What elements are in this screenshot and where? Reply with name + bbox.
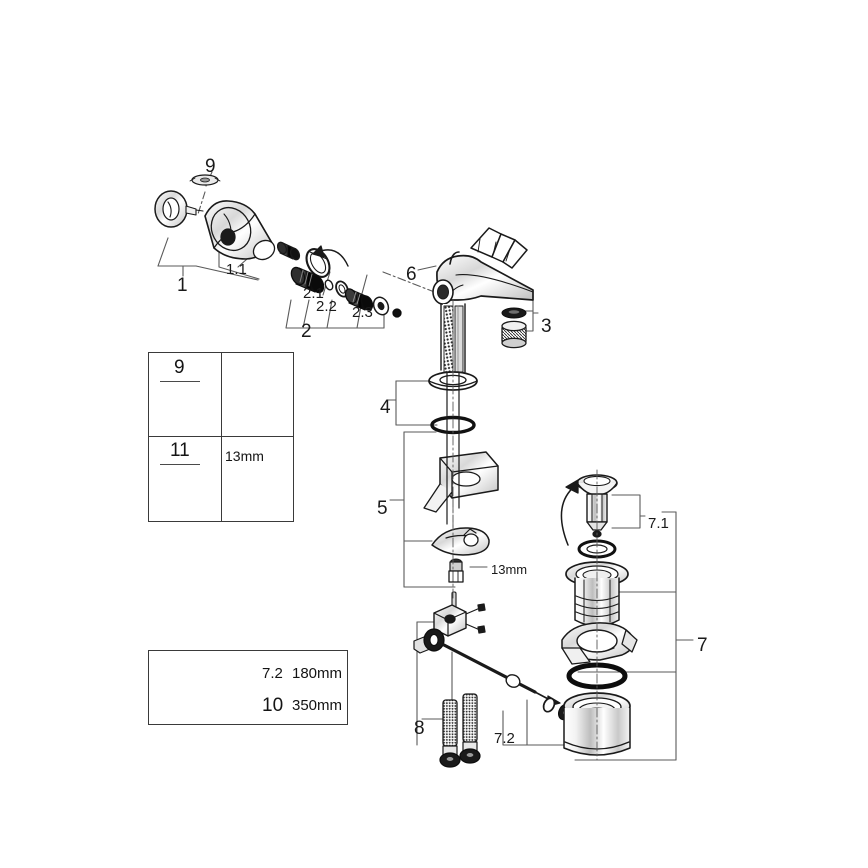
callout-2-3: 2.3 — [352, 304, 373, 321]
legend-cell-ref-11 — [149, 437, 222, 521]
callout-7-2: 7.2 — [494, 730, 515, 747]
legend-socket-size: 13mm — [225, 448, 264, 464]
callout-2: 2 — [301, 321, 312, 342]
tool-and-lock-legend — [148, 352, 294, 522]
rod-length-legend — [148, 650, 348, 725]
callout-3: 3 — [541, 316, 552, 337]
callout-9: 9 — [205, 156, 216, 177]
callout-8: 8 — [414, 718, 425, 739]
callout-7-1: 7.1 — [648, 515, 669, 532]
callout-2-1: 2.1 — [303, 285, 324, 302]
legend-rod-ref-0: 7.2 — [262, 665, 283, 682]
legend-ref-11: 11 — [170, 440, 190, 461]
callout-7: 7 — [697, 635, 708, 656]
legend-ref-9: 9 — [174, 357, 185, 378]
legend-ref-11-underline — [160, 464, 200, 465]
legend-cell-padlock — [222, 353, 293, 437]
callout-2-2: 2.2 — [316, 298, 337, 315]
callout-4: 4 — [380, 397, 391, 418]
legend-rod-ref-1: 10 — [262, 695, 284, 716]
callout-1: 1 — [177, 275, 188, 296]
annotation-13mm-upper: 13mm — [491, 562, 528, 577]
legend-rod-length-0: 180mm — [292, 665, 343, 682]
legend-cell-ref-9 — [149, 353, 222, 437]
callout-1-1: 1.1 — [226, 261, 247, 278]
legend-rod-length-1: 350mm — [292, 697, 343, 714]
callout-6: 6 — [406, 264, 417, 285]
callout-5: 5 — [377, 498, 388, 519]
legend-ref-9-underline — [160, 381, 200, 382]
